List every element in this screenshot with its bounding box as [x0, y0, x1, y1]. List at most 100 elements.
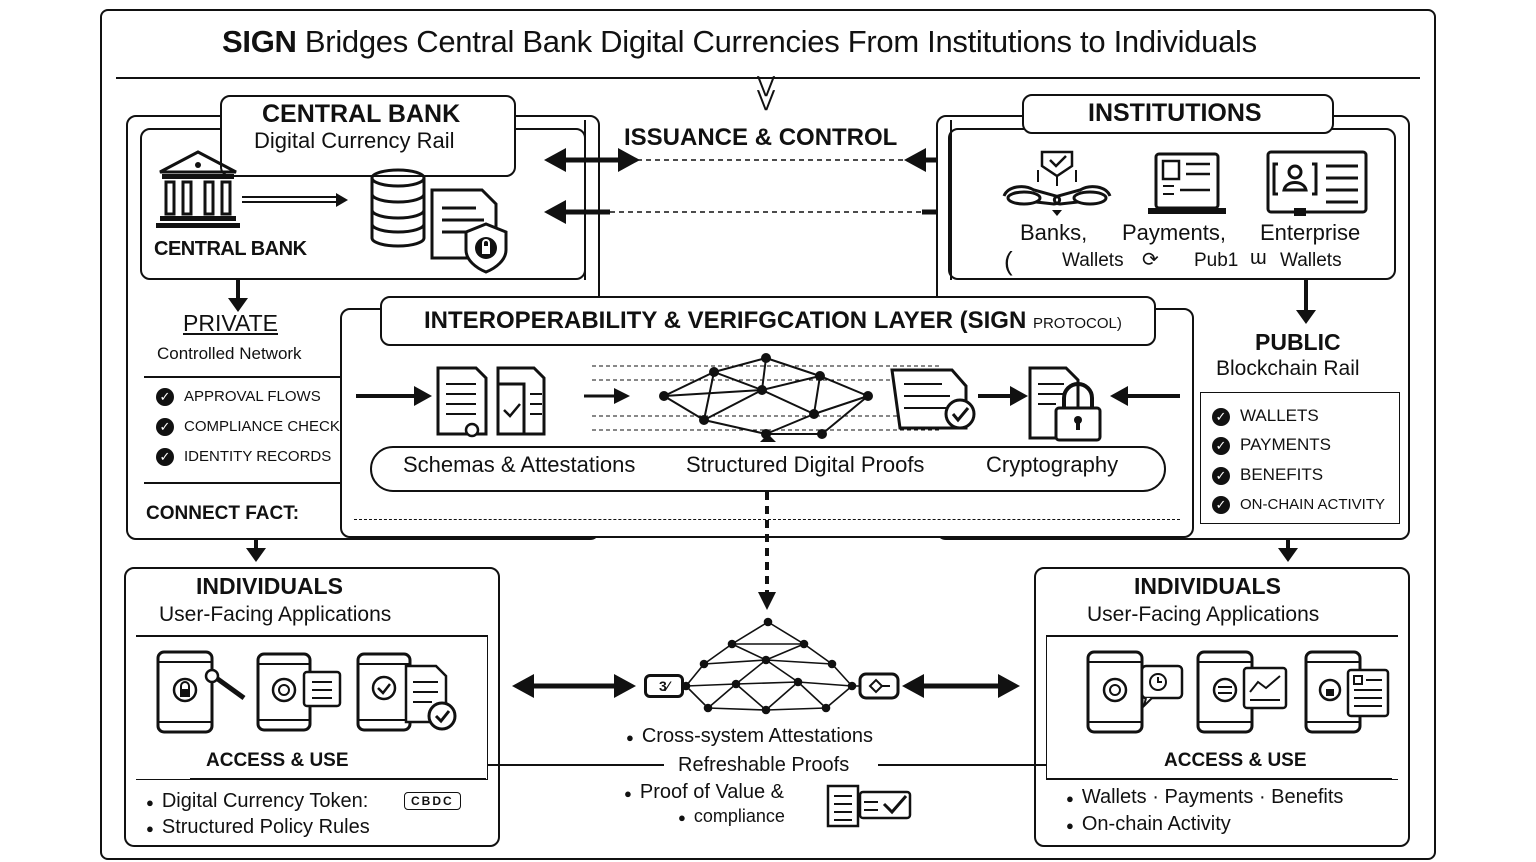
institution-label-payments: Payments, — [1122, 220, 1226, 245]
institution-label-enterprise: Enterprise — [1260, 220, 1361, 245]
page-title: SIGN Bridges Central Bank Digital Curren… — [222, 24, 1257, 60]
public-subheading: Blockchain Rail — [1216, 357, 1360, 380]
public-heading: PUBLIC — [1255, 329, 1341, 355]
label-cryptography: Cryptography — [986, 452, 1119, 477]
phone-lock-list-icon — [1304, 650, 1390, 734]
individuals-left-caption: ACCESS & USE — [206, 750, 349, 771]
central-bank-icon-label: CENTRAL BANK — [154, 238, 307, 260]
right-rail-line — [950, 120, 952, 280]
layer-labels-capsule — [370, 446, 1166, 492]
cbdc-badge: CBDC — [404, 792, 461, 810]
chevron-down-icon: ⋁⋁ — [757, 72, 776, 111]
central-bank-header — [220, 95, 516, 177]
connect-fact-label: CONNECT FACT: — [146, 503, 300, 524]
handshake-icon — [1002, 150, 1112, 216]
check-icon: ✓ — [1212, 407, 1230, 426]
database-icon — [370, 168, 426, 248]
phone-coin-icon — [256, 652, 342, 732]
individuals-left-bullet-policy: Structured Policy Rules — [146, 816, 370, 839]
center-connector-right — [878, 764, 1046, 766]
arrow-right-icon — [242, 193, 348, 207]
individuals-left-subheading: User-Facing Applications — [159, 603, 392, 626]
center-refreshable-proofs: Refreshable Proofs — [678, 754, 850, 776]
institutions-header — [1022, 94, 1334, 134]
bullet-text: Proof of Value & — [639, 781, 785, 803]
phone-check-icon — [356, 652, 457, 732]
proof-document-icon — [890, 368, 976, 430]
payment-terminal-icon — [1148, 152, 1226, 214]
title-brand: SIGN — [222, 24, 297, 59]
individuals-right-divider — [1046, 635, 1398, 637]
label-schemas-attestations: Schemas & Attestations — [403, 452, 636, 477]
individuals-right-divider-2 — [1046, 778, 1392, 780]
check-icon: ✓ — [156, 448, 174, 467]
individuals-left-bullet-token: Digital Currency Token: — [146, 790, 368, 813]
schema-documents-icon — [436, 366, 546, 438]
network-mesh-icon — [659, 353, 873, 439]
issuance-control-label: ISSUANCE & CONTROL — [624, 124, 898, 151]
individuals-left-divider — [136, 635, 488, 637]
layer-title-main: INTEROPERABILITY & VERIFGCATION LAYER (S… — [424, 307, 1027, 334]
layer-flow — [356, 353, 1180, 442]
interoperability-layer-title: INTEROPERABILITY & VERIFGCATION LAYER (S… — [424, 307, 1122, 335]
central-bank-subheading: Digital Currency Rail — [254, 128, 455, 153]
interoperability-layer-header — [380, 296, 1156, 346]
lock-document-icon — [1028, 366, 1102, 442]
center-node-left: 3⁄ — [644, 674, 684, 698]
issuance-arrows — [544, 148, 990, 224]
center-bullet-cross-system: Cross-system Attestations — [626, 725, 873, 748]
private-divider-2 — [144, 482, 340, 484]
dashed-arrow-down-icon — [758, 492, 776, 610]
title-rest: Bridges Central Bank Digital Currencies … — [304, 24, 1257, 59]
individuals-right-bullet-onchain: On-chain Activity — [1066, 813, 1231, 836]
public-item-label: BENEFITS — [1240, 465, 1324, 484]
bank-building-icon — [156, 150, 240, 228]
bullet-text: Digital Currency Token: — [161, 790, 369, 812]
institution-label-banks: Banks, — [1020, 220, 1088, 245]
phone-lock-icon — [156, 650, 246, 734]
phone-clock-icon — [1086, 650, 1184, 734]
enterprise-id-icon — [1266, 150, 1368, 216]
private-item-label: APPROVAL FLOWS — [184, 388, 321, 405]
check-icon: ✓ — [156, 418, 174, 437]
private-item-identity: ✓ IDENTITY RECORDS — [156, 448, 332, 467]
document-check-icon — [826, 784, 912, 828]
check-icon: ✓ — [1212, 436, 1230, 455]
institutions-heading: INSTITUTIONS — [1088, 99, 1262, 127]
individuals-right-caption: ACCESS & USE — [1164, 750, 1307, 771]
left-rail-line — [584, 120, 586, 280]
public-item-onchain: ✓ON-CHAIN ACTIVITY — [1212, 496, 1386, 515]
network-mesh-icon — [668, 617, 870, 715]
institution-sublabel-pub: Pub1 — [1194, 250, 1239, 271]
cycle-icon: ⟳ — [1142, 249, 1159, 271]
individuals-right-heading: INDIVIDUALS — [1134, 573, 1281, 599]
secure-document-icon — [430, 188, 508, 274]
arrow-down-icon — [228, 280, 248, 312]
public-item-label: PAYMENTS — [1240, 435, 1331, 454]
check-icon: ✓ — [1212, 466, 1230, 485]
public-item-label: ON-CHAIN ACTIVITY — [1240, 496, 1386, 513]
private-item-approval: ✓ APPROVAL FLOWS — [156, 388, 321, 407]
bullet-text: On-chain Activity — [1081, 813, 1231, 835]
private-divider — [144, 376, 340, 378]
phone-chart-icon — [1196, 650, 1288, 734]
check-icon: ✓ — [156, 388, 174, 407]
bullet-text: compliance — [693, 806, 785, 826]
central-bank-heading: CENTRAL BANK — [262, 100, 461, 128]
public-item-wallets: ✓WALLETS — [1212, 406, 1319, 426]
layer-title-small: PROTOCOL) — [1032, 315, 1122, 332]
public-item-benefits: ✓ BENEFITS — [1212, 465, 1323, 485]
individuals-left-divider-2 — [190, 778, 486, 780]
individuals-left-heading: INDIVIDUALS — [196, 573, 343, 599]
private-item-label: IDENTITY RECORDS — [184, 448, 332, 465]
bracket-icon: ( — [1004, 246, 1013, 276]
public-item-payments: ✓ PAYMENTS — [1212, 435, 1331, 455]
arrow-down-icon — [1278, 538, 1298, 562]
center-bottom-network — [512, 617, 1020, 715]
private-heading: PRIVATE — [183, 310, 278, 336]
individuals-right-bullet-wallets: Wallets · Payments · Benefits — [1066, 786, 1344, 809]
private-item-compliance: ✓COMPLIANCE CHECKS — [156, 418, 350, 437]
center-bullet-proof-value: Proof of Value & — [624, 781, 784, 804]
individuals-right-subheading: User-Facing Applications — [1087, 603, 1320, 626]
label-structured-digital-proofs: Structured Digital Proofs — [686, 452, 925, 477]
